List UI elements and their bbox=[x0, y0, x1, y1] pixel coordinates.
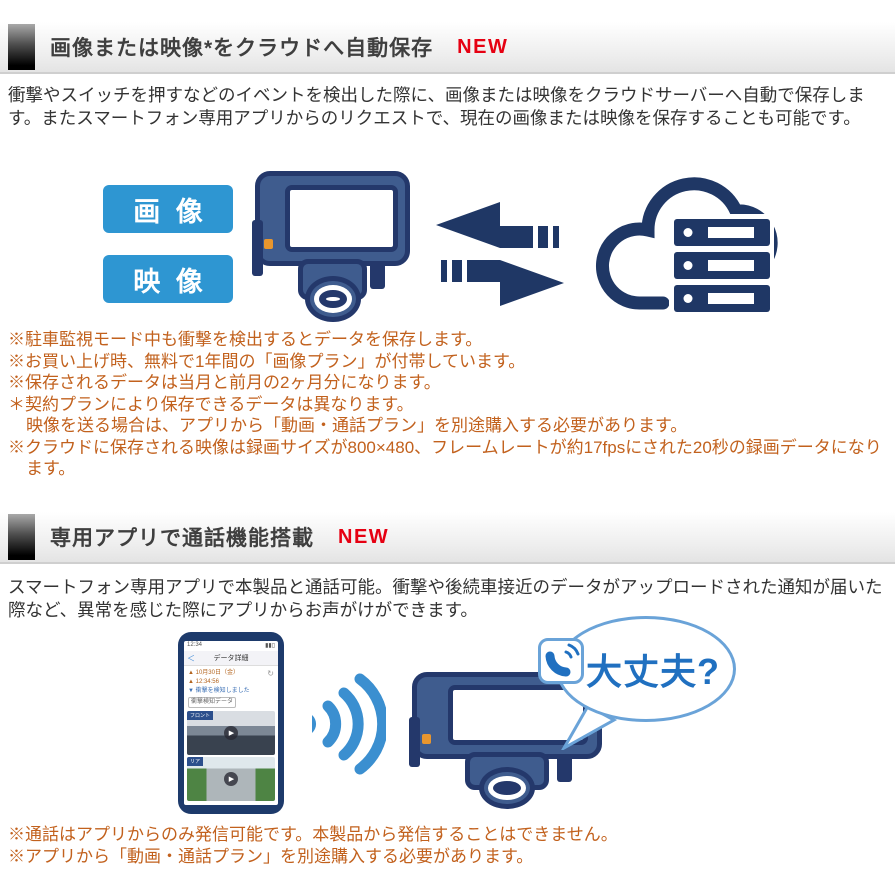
speech-bubble: 大丈夫? bbox=[556, 616, 736, 722]
header-accent-block bbox=[8, 24, 35, 70]
section1-header: 画像または映像*をクラウドへ自動保存 NEW bbox=[0, 22, 895, 74]
play-icon: ▶ bbox=[224, 772, 238, 786]
phone-app-title: データ詳細 bbox=[213, 655, 249, 662]
phone-list-row: ▼ 衝撃を検知しました bbox=[188, 688, 250, 694]
phone-list-row: ▲ 12:34:56 bbox=[188, 679, 219, 685]
camera-lens-icon bbox=[304, 275, 361, 322]
video-label-tag: 映 像 bbox=[103, 255, 233, 303]
thumbnail-label: リア bbox=[187, 757, 204, 766]
note-line: ＊契約プランにより保存できるデータは異なります。 bbox=[8, 394, 414, 414]
new-badge: NEW bbox=[338, 525, 390, 548]
refresh-icon: ↻ bbox=[267, 669, 274, 678]
video-thumbnail-rear: リア ▶ bbox=[187, 757, 275, 801]
note-line: ※お買い上げ時、無料で1年間の「画像プラン」が付帯しています。 bbox=[8, 351, 526, 371]
section1-title: 画像または映像*をクラウドへ自動保存 bbox=[50, 37, 434, 60]
dashcam-button bbox=[422, 733, 432, 744]
phone-list-chip: 衝撃検知データ bbox=[188, 697, 237, 708]
back-chevron-icon: ＜ bbox=[187, 653, 195, 663]
note-line: ※駐車監視モード中も衝撃を検出するとデータを保存します。 bbox=[8, 330, 483, 349]
smartphone-illustration: 12:34 ▮▮▯ ＜ データ詳細 ↻ ▲ 10月30日（金） ▲ 12:34:… bbox=[178, 632, 284, 814]
section1-notes: ※駐車監視モード中も衝撃を検出するとデータを保存します。 ※お買い上げ時、無料で… bbox=[8, 329, 888, 480]
image-label-tag: 画 像 bbox=[103, 185, 233, 233]
dashcam-button bbox=[263, 238, 273, 249]
phone-status-icons: ▮▮▯ bbox=[265, 643, 275, 649]
play-icon: ▶ bbox=[224, 726, 238, 740]
thumbnail-label: フロント bbox=[187, 711, 214, 720]
dashcam-icon bbox=[252, 171, 410, 325]
sync-arrows-icon bbox=[436, 202, 564, 306]
cloud-server-icon bbox=[596, 177, 778, 318]
header-accent-block bbox=[8, 514, 35, 560]
note-line: ※通話はアプリからのみ発信可能です。本製品から発信することはできません。 bbox=[8, 825, 618, 844]
phone-list-row: ▲ 10月30日（金） bbox=[188, 670, 239, 676]
section2-title: 専用アプリで通話機能搭載 bbox=[50, 527, 314, 550]
section2-body-text: スマートフォン専用アプリで本製品と通話可能。衝撃や後続車接近のデータがアップロー… bbox=[8, 577, 883, 620]
wifi-signal-icon bbox=[312, 673, 386, 775]
note-line: ※アプリから「動画・通話プラン」を別途購入する必要があります。 bbox=[8, 846, 534, 866]
note-line: 映像を送る場合は、アプリから「動画・通話プラン」を別途購入する必要があります。 bbox=[26, 416, 688, 435]
section2-header: 専用アプリで通話機能搭載 NEW bbox=[0, 512, 895, 564]
phone-status-time: 12:34 bbox=[187, 642, 203, 648]
camera-lens-icon bbox=[479, 767, 535, 810]
note-line: ※クラウドに保存される映像は録画サイズが800×480、フレームレートが約17f… bbox=[8, 437, 882, 479]
new-badge: NEW bbox=[457, 35, 509, 58]
section2-notes: ※通話はアプリからのみ発信可能です。本製品から発信することはできません。 ※アプ… bbox=[8, 824, 888, 867]
video-thumbnail-front: フロント ▶ bbox=[187, 711, 275, 755]
section1-body-text: 衝撃やスイッチを押すなどのイベントを検出した際に、画像または映像をクラウドサーバ… bbox=[8, 85, 865, 128]
phone-call-icon bbox=[538, 638, 584, 684]
note-line: ※保存されるデータは当月と前月の2ヶ月分になります。 bbox=[8, 373, 441, 392]
bubble-text: 大丈夫? bbox=[586, 651, 720, 692]
